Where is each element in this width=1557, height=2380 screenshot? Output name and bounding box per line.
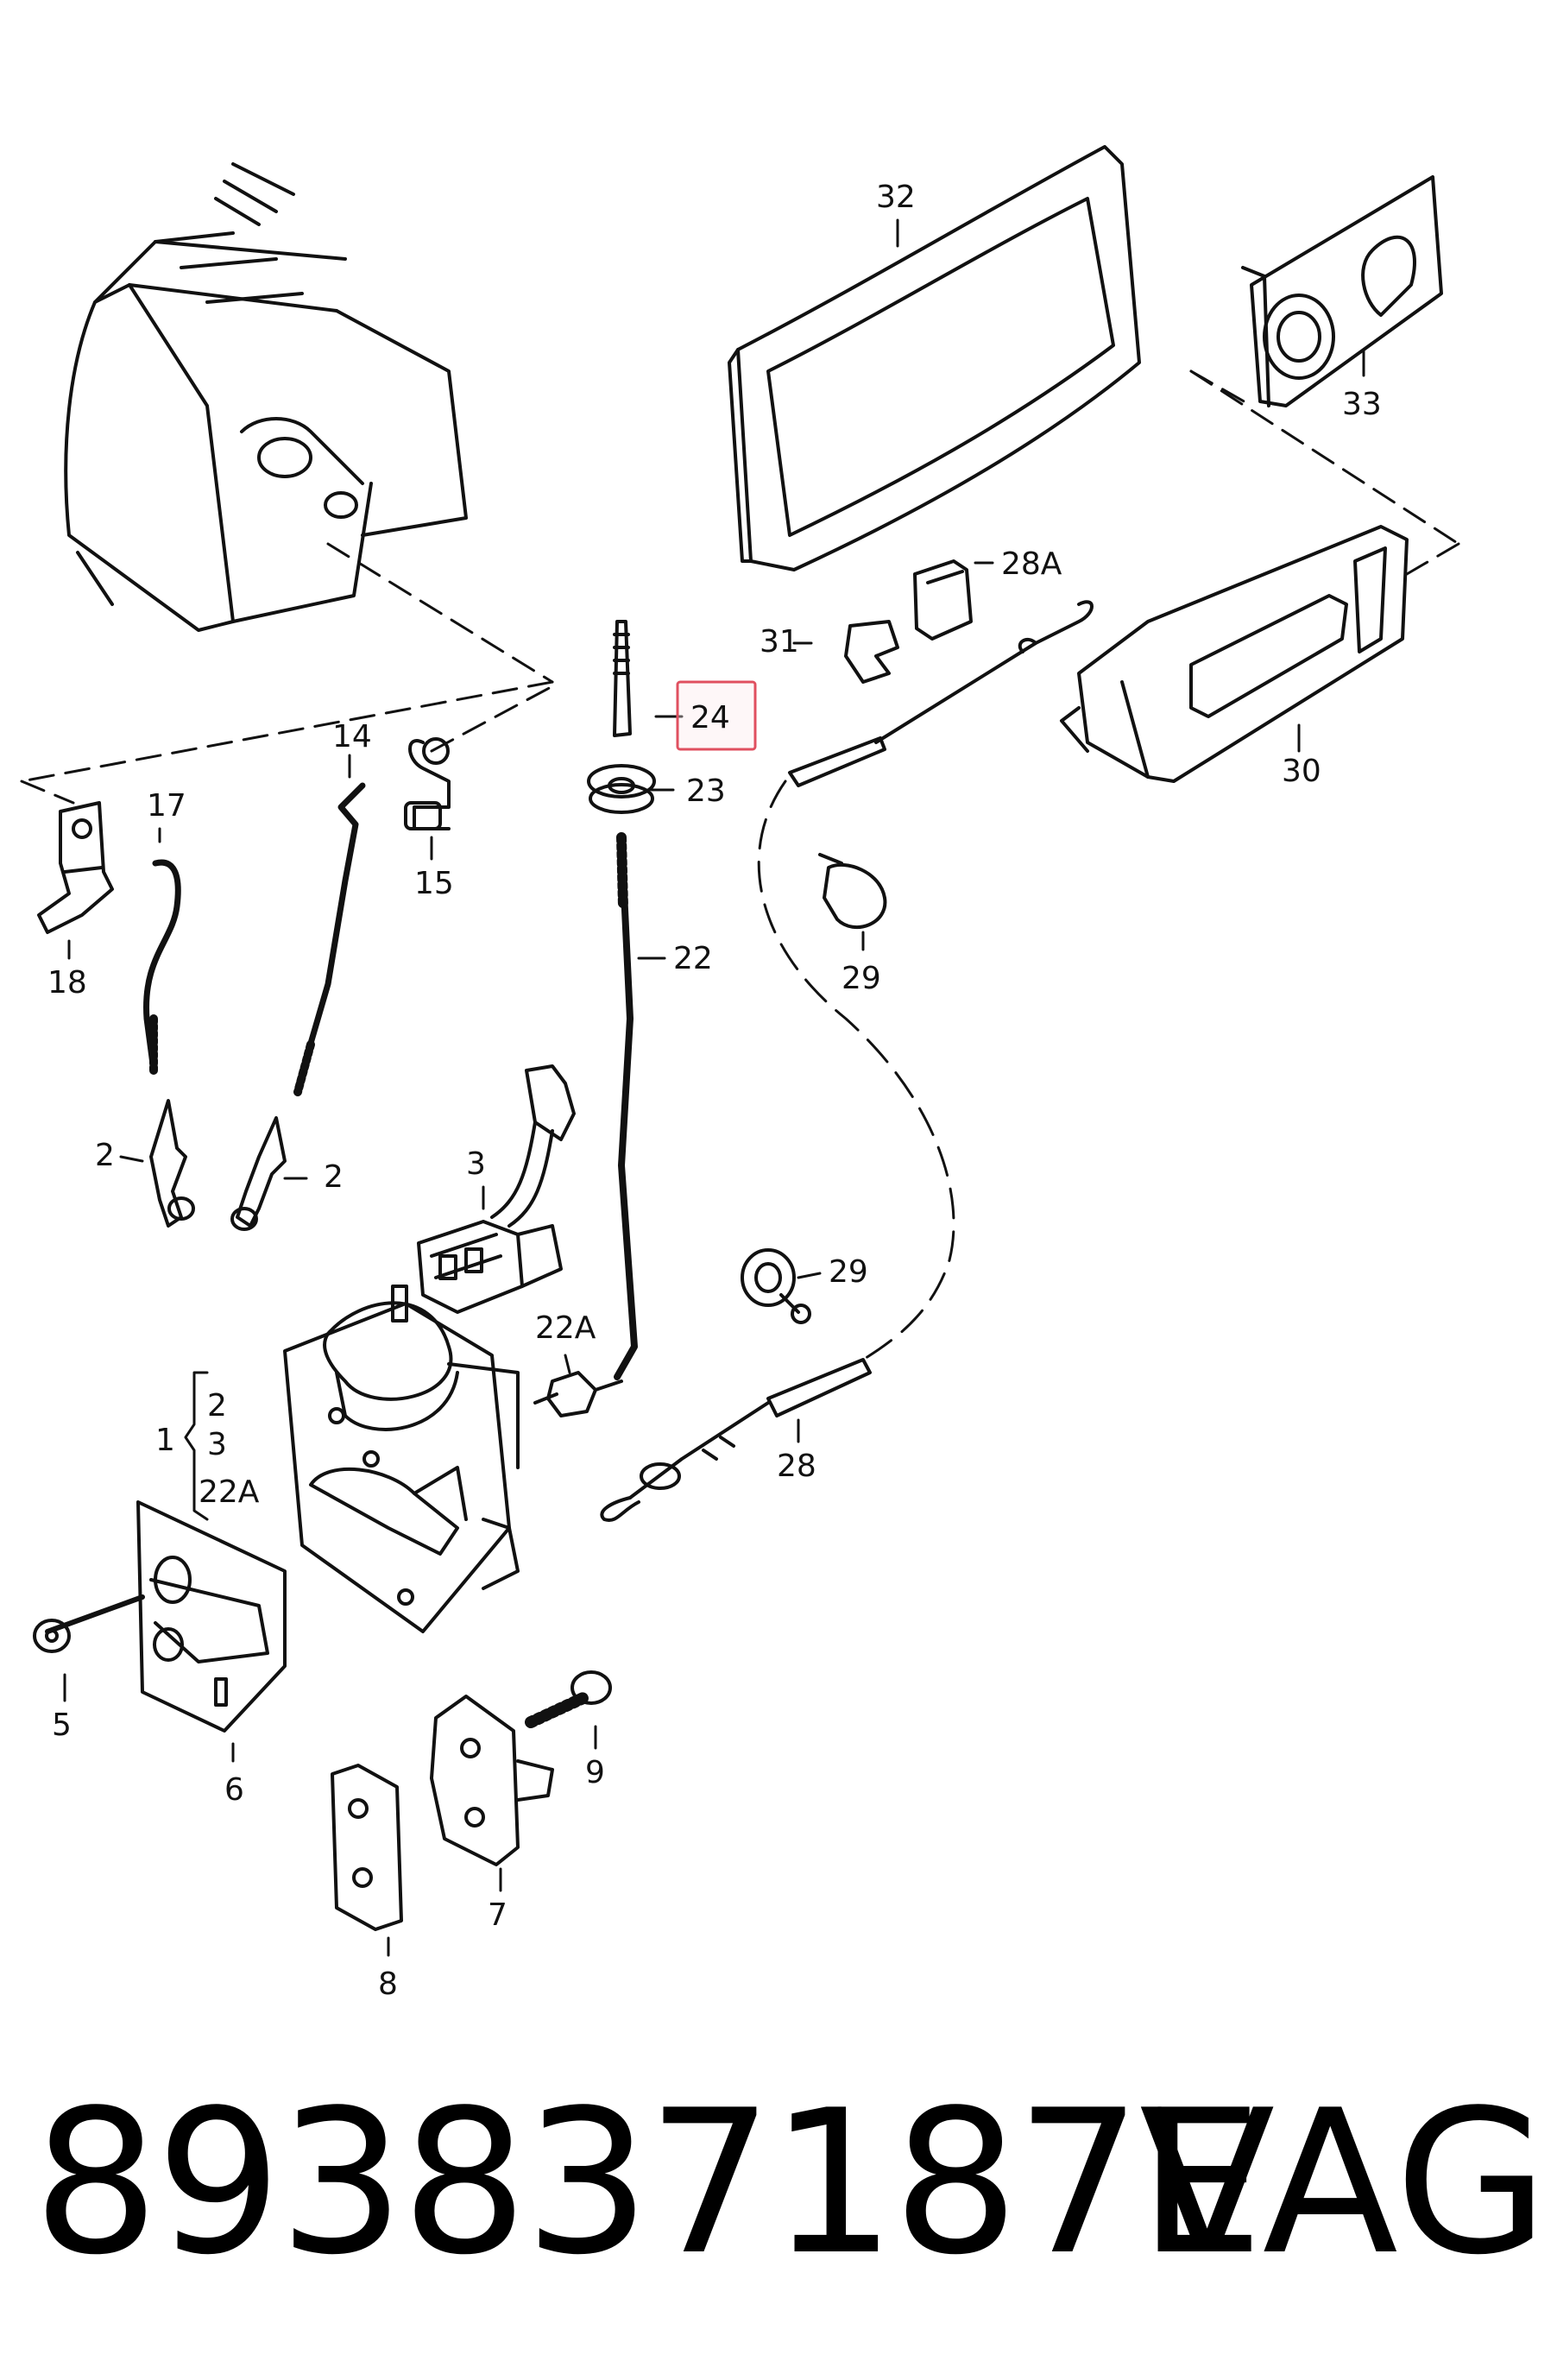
callout-29-lower: 29 xyxy=(829,1254,868,1290)
callout-14: 14 xyxy=(332,719,372,754)
callout-33: 33 xyxy=(1342,387,1382,422)
dashed-leaders-left xyxy=(20,542,554,805)
callout-3: 3 xyxy=(466,1146,486,1182)
highlight-box-24 xyxy=(676,680,757,751)
callout-24: 24 xyxy=(690,700,730,735)
callout-28: 28 xyxy=(777,1449,816,1484)
part-30-handle xyxy=(1060,525,1409,783)
part-8-shim xyxy=(331,1764,403,1931)
callout-29-upper: 29 xyxy=(842,961,881,996)
part-24-rod xyxy=(613,620,632,737)
callout-17: 17 xyxy=(147,788,186,824)
part-6-plate xyxy=(136,1500,287,1733)
callout-22a-upper: 22A xyxy=(535,1310,596,1346)
callout-7: 7 xyxy=(488,1897,507,1933)
part-9-bolt xyxy=(525,1670,612,1728)
callout-9: 9 xyxy=(585,1755,605,1790)
callout-23: 23 xyxy=(686,773,726,809)
part-17-rod xyxy=(143,859,181,1075)
part-2-clip-left xyxy=(149,1099,195,1228)
part-14-rod xyxy=(293,782,366,1096)
part-5-screw xyxy=(33,1594,145,1653)
callout-leaders xyxy=(63,218,1365,1957)
part-18-bracket xyxy=(37,801,114,934)
callout-1: 1 xyxy=(155,1423,175,1458)
part-22a-clip xyxy=(533,1371,623,1417)
part-15-clip xyxy=(404,737,451,830)
part-29-clip-upper xyxy=(818,853,887,929)
part-33-cover xyxy=(1241,175,1443,407)
callout-1-sub-22a: 22A xyxy=(199,1474,260,1510)
callout-22: 22 xyxy=(673,941,713,976)
callout-28a: 28A xyxy=(1001,546,1062,582)
part-number: 893837187E xyxy=(33,2068,1264,2299)
callout-15: 15 xyxy=(414,866,454,901)
callout-1-sub-2: 2 xyxy=(207,1388,227,1424)
part-3-connector xyxy=(417,1064,576,1314)
dashed-leaders-right xyxy=(1189,369,1460,576)
part-28a-switch xyxy=(913,559,973,641)
callout-2-right: 2 xyxy=(324,1159,344,1195)
callout-6: 6 xyxy=(224,1772,244,1808)
part-23-grommet xyxy=(587,764,656,814)
callout-8: 8 xyxy=(378,1966,398,2002)
part-7-striker xyxy=(430,1695,554,1866)
part-32-frame xyxy=(728,145,1141,571)
door-frame-drawing xyxy=(64,162,468,632)
callout-30: 30 xyxy=(1282,754,1321,789)
part-31-clip xyxy=(844,620,899,684)
part-1-lock-body xyxy=(283,1285,520,1633)
callout-32: 32 xyxy=(876,180,916,215)
callout-labels: 32 33 28A 31 24 30 23 22 29 29 28 14 15 … xyxy=(47,180,1382,2002)
footer: 893837187E VAG xyxy=(0,2055,1557,2314)
dashed-cable-route xyxy=(757,780,955,1361)
part-22-rod xyxy=(614,832,638,1380)
callout-1-sub-3: 3 xyxy=(207,1427,227,1462)
group-bracket-1 xyxy=(184,1371,209,1521)
part-29-clip-lower xyxy=(741,1248,811,1324)
callout-2-left: 2 xyxy=(95,1138,115,1173)
upper-cable xyxy=(788,600,1094,787)
part-28-cable xyxy=(600,1358,872,1522)
callout-5: 5 xyxy=(52,1708,72,1743)
brand-label: VAG xyxy=(1139,2068,1549,2299)
callout-31: 31 xyxy=(760,624,799,660)
part-2-clip-right xyxy=(230,1116,287,1231)
callout-18: 18 xyxy=(47,965,87,1001)
